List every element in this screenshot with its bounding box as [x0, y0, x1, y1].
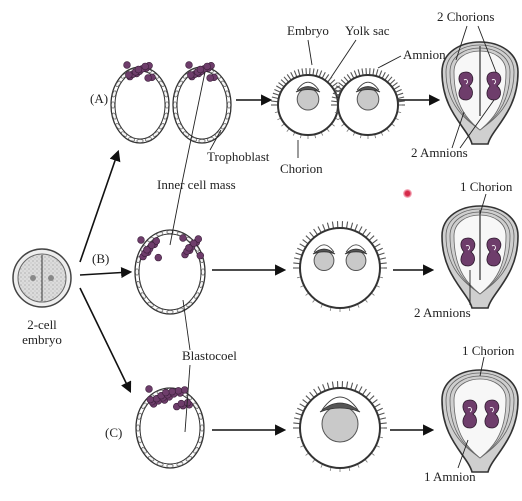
label-one-amnion: 1 Amnion [424, 470, 476, 484]
label-two-amnions-b: 2 Amnions [414, 306, 471, 320]
label-yolk-sac: Yolk sac [345, 24, 390, 38]
label-two-cell-line2: embryo [8, 333, 76, 347]
arrow-to-b [80, 272, 130, 275]
label-inner-cell-mass: Inner cell mass [157, 178, 236, 192]
branch-arrows [80, 152, 130, 391]
chorion-b [293, 221, 387, 312]
label-two-cell-line1: 2-cell [8, 318, 76, 332]
two-cell-embryo [13, 249, 71, 307]
label-two-chorions: 2 Chorions [437, 10, 494, 24]
label-embryo: Embryo [287, 24, 329, 38]
arrow-to-c [80, 288, 130, 391]
blastocyst-a-left [111, 67, 169, 143]
label-one-chorion-c: 1 Chorion [462, 344, 514, 358]
chorion-a-left [271, 68, 345, 139]
uterus-dichorionic [442, 42, 518, 144]
label-one-chorion-b: 1 Chorion [460, 180, 512, 194]
chorion-a-right [331, 68, 405, 139]
cursor-dot [403, 189, 412, 198]
label-two-amnions-a: 2 Amnions [411, 146, 468, 160]
row-label-b: (B) [92, 252, 109, 266]
row-label-c: (C) [105, 426, 122, 440]
label-blastocoel: Blastocoel [182, 349, 237, 363]
row-label-a: (A) [90, 92, 108, 106]
arrow-to-a [80, 152, 118, 262]
label-amnion: Amnion [403, 48, 446, 62]
uterus-monochorionic-monoamniotic [442, 370, 518, 472]
label-trophoblast: Trophoblast [207, 150, 269, 164]
label-chorion: Chorion [280, 162, 323, 176]
blastocyst-a-right [173, 67, 231, 143]
uterus-monochorionic-diamniotic [442, 206, 518, 308]
chorion-c [293, 381, 387, 472]
